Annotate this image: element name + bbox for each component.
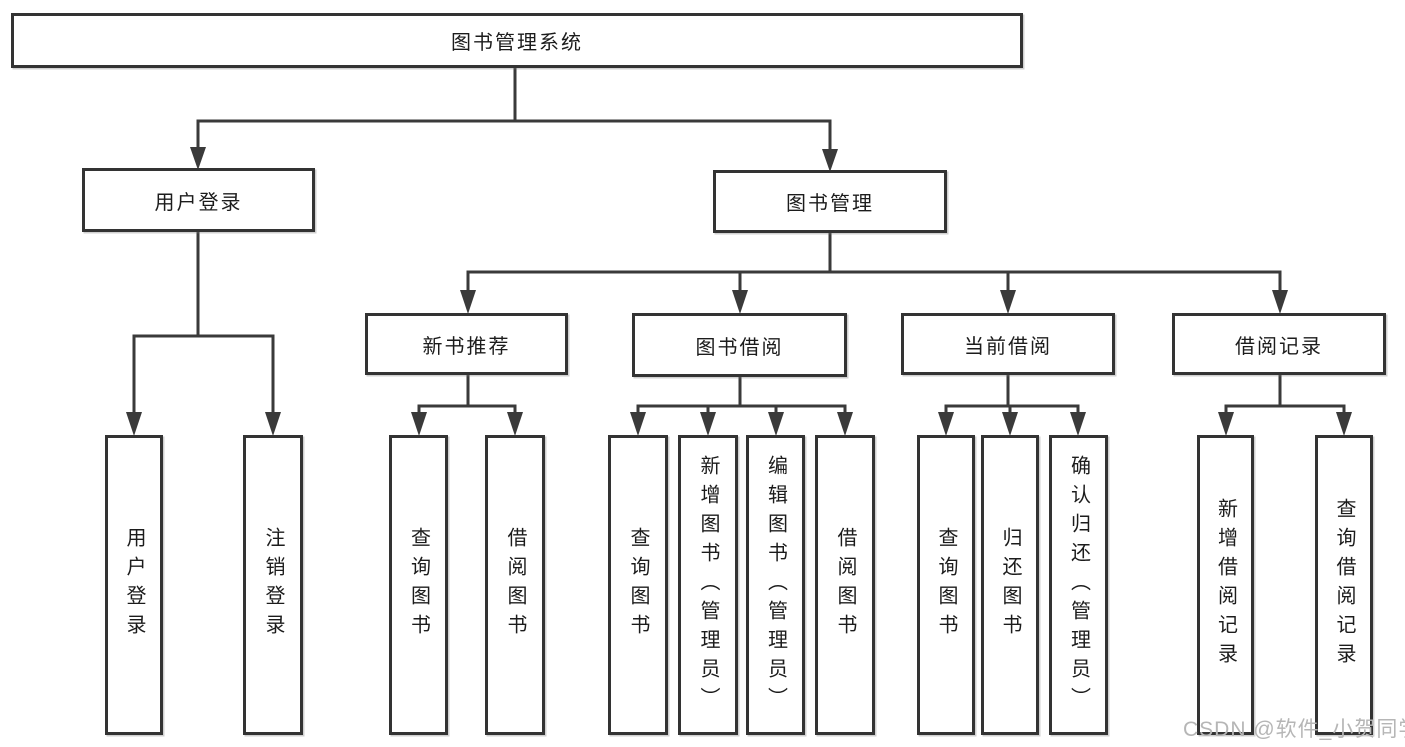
node-root: 图书管理系统: [11, 13, 1023, 68]
node-user-login: 用户登录: [82, 168, 315, 232]
connector-user-login-group: [126, 230, 281, 436]
arrow-down-icon: [507, 412, 523, 436]
leaf-logout: 注销登录: [243, 435, 303, 735]
node-label: 查询图书: [935, 527, 957, 643]
node-label: 用户登录: [154, 191, 243, 214]
arrow-down-icon: [265, 412, 281, 436]
leaf-current-confirm-return-admin: 确认归还（管理员）: [1049, 435, 1108, 735]
connector-current-borrow-group: [938, 374, 1086, 436]
leaf-current-return-books: 归还图书: [981, 435, 1039, 735]
node-book-management: 图书管理: [713, 170, 947, 233]
connector-book-management-to-level3: [460, 231, 1288, 314]
node-label: 借阅图书: [834, 527, 856, 643]
leaf-borrow-edit-book-admin: 编辑图书（管理员）: [746, 435, 805, 735]
connector-new-book-group: [411, 374, 523, 436]
node-label: 借阅图书: [504, 527, 526, 643]
node-label: 查询借阅记录: [1333, 498, 1355, 672]
connector-borrow-record-group: [1218, 375, 1352, 436]
node-label: 查询图书: [627, 527, 649, 643]
arrow-down-icon: [938, 412, 954, 436]
node-book-borrow: 图书借阅: [632, 313, 847, 377]
node-label: 新书推荐: [422, 335, 511, 358]
arrow-down-icon: [411, 412, 427, 436]
leaf-user-login: 用户登录: [105, 435, 163, 735]
node-new-book-recommend: 新书推荐: [365, 313, 568, 375]
arrow-down-icon: [1000, 290, 1016, 314]
arrow-down-icon: [1272, 290, 1288, 314]
node-label: 查询图书: [407, 527, 430, 643]
arrow-down-icon: [768, 412, 784, 436]
node-label: 确认归还（管理员）: [1067, 454, 1090, 716]
arrow-down-icon: [460, 290, 476, 314]
node-borrow-record: 借阅记录: [1172, 313, 1386, 375]
leaf-newbook-borrow-books: 借阅图书: [485, 435, 545, 735]
watermark: CSDN @软件_小贺同学: [1183, 718, 1405, 741]
leaf-borrow-query-books: 查询图书: [608, 435, 668, 735]
leaf-record-query-record: 查询借阅记录: [1315, 435, 1373, 735]
arrow-down-icon: [1002, 412, 1018, 436]
leaf-borrow-add-book-admin: 新增图书（管理员）: [678, 435, 738, 735]
arrow-down-icon: [822, 149, 838, 172]
node-label: 当前借阅: [964, 335, 1052, 358]
node-label: 图书借阅: [695, 336, 784, 359]
node-label: 新增借阅记录: [1214, 498, 1237, 672]
leaf-borrow-borrow-books: 借阅图书: [815, 435, 875, 735]
node-label: 新增图书（管理员）: [697, 454, 719, 716]
arrow-down-icon: [732, 290, 748, 314]
connector-book-borrow-group: [630, 375, 853, 436]
leaf-newbook-query-books: 查询图书: [389, 435, 448, 735]
arrow-down-icon: [190, 147, 206, 170]
node-label: 图书管理: [786, 193, 874, 215]
arrow-down-icon: [837, 412, 853, 436]
arrow-down-icon: [1070, 412, 1086, 436]
arrow-down-icon: [630, 412, 646, 436]
arrow-down-icon: [700, 412, 716, 436]
node-label: 注销登录: [262, 527, 284, 643]
node-label: 图书管理系统: [451, 32, 583, 54]
arrow-down-icon: [126, 412, 142, 436]
node-current-borrow: 当前借阅: [901, 313, 1115, 375]
node-label: 归还图书: [999, 527, 1021, 643]
node-label: 用户登录: [123, 527, 145, 643]
leaf-record-add-record: 新增借阅记录: [1197, 435, 1254, 735]
connector-root-to-level2: [190, 66, 838, 172]
node-label: 借阅记录: [1235, 335, 1323, 358]
arrow-down-icon: [1218, 412, 1234, 436]
node-label: 编辑图书（管理员）: [764, 454, 787, 716]
arrow-down-icon: [1336, 412, 1352, 436]
leaf-current-query-books: 查询图书: [917, 435, 975, 735]
